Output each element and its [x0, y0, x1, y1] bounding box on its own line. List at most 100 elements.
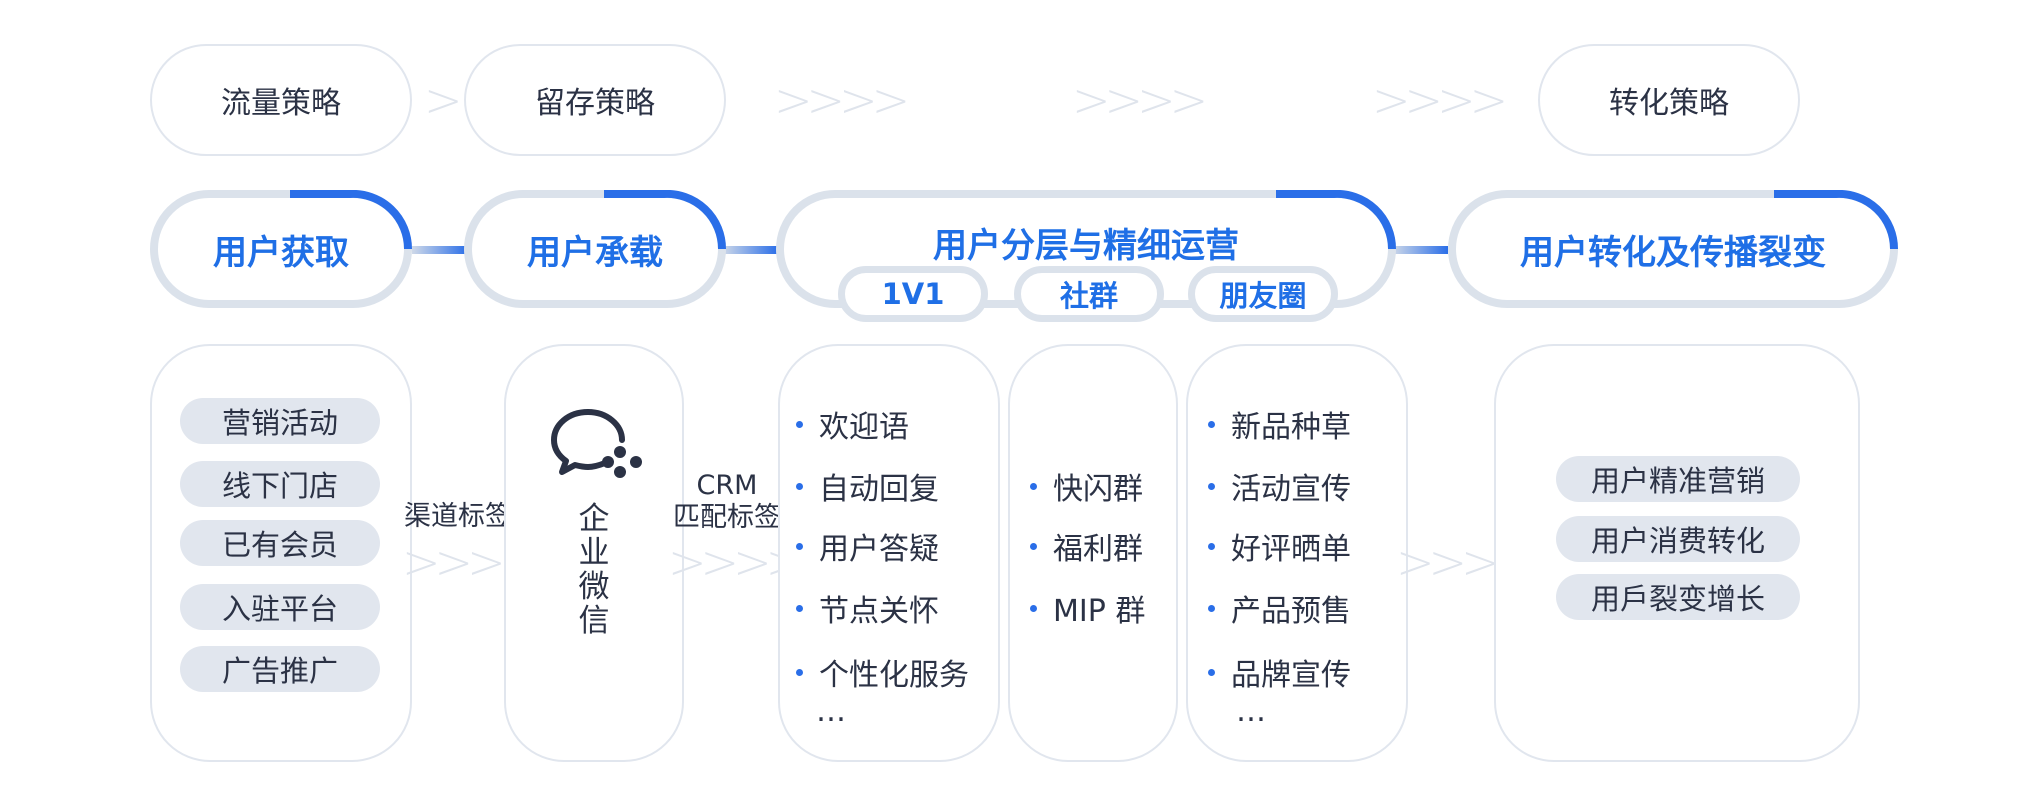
community-card [1008, 344, 1178, 762]
more-ellipsis: … [816, 694, 846, 729]
tab-moments-label: 朋友圈 [1219, 279, 1307, 313]
conversion-tag-label: 用戶裂变增长 [1590, 582, 1765, 616]
list-item: 产品预售 [1208, 586, 1351, 630]
phase-operate-label: 用户分层与精细运营 [933, 226, 1239, 266]
bullet-icon [1208, 542, 1215, 550]
list-item-label: 用户答疑 [819, 532, 939, 567]
channel-tag-label: 线下门店 [221, 469, 338, 503]
strategy-traffic: 流量策略 [150, 44, 412, 156]
strategy-conversion: 转化策略 [1538, 44, 1800, 156]
tab-community-label: 社群 [1059, 279, 1118, 313]
strategy-conversion-label: 转化策略 [1609, 86, 1729, 121]
bullet-icon [1208, 482, 1215, 490]
channel-label: 渠道标签 [404, 501, 512, 532]
bullet-icon [796, 420, 803, 428]
moments-card [1186, 344, 1408, 762]
bullet-icon [1208, 420, 1215, 428]
phase-progress-arc [604, 190, 726, 250]
phase-connector [1392, 246, 1448, 254]
list-item: 快闪群 [1030, 464, 1143, 508]
bullet-icon [796, 668, 803, 676]
channel-tag: 已有会员 [180, 520, 380, 566]
list-item-label: 个性化服务 [819, 658, 969, 693]
tab-1v1-label: 1V1 [881, 277, 945, 311]
conversion-tag-label: 用户精准营销 [1590, 464, 1765, 498]
channel-tag: 入驻平台 [180, 584, 380, 630]
phase-progress-arc [1774, 190, 1898, 250]
phase-connector [412, 246, 468, 254]
bullet-icon [1030, 604, 1037, 612]
channel-tag-label: 已有会员 [221, 528, 338, 562]
list-item-label: 产品预售 [1231, 594, 1351, 629]
channel-tag: 线下门店 [180, 461, 380, 507]
list-item-label: 活动宣传 [1231, 472, 1351, 507]
conversion-tag: 用戶裂变增长 [1556, 574, 1800, 620]
list-item-label: 好评晒单 [1231, 532, 1351, 567]
list-item: 品牌宣传 [1208, 650, 1351, 694]
tab-1v1: 1V1 [838, 266, 988, 322]
more-ellipsis: … [1236, 694, 1266, 729]
wecom-char: 企 [578, 501, 610, 537]
list-item: MIP 群 [1030, 586, 1145, 630]
wecom-char: 信 [578, 603, 610, 639]
phase-carry: 用户承载 [464, 190, 726, 308]
list-item: 活动宣传 [1208, 464, 1351, 508]
one-v-one-card [778, 344, 1000, 762]
list-item-label: 快闪群 [1053, 472, 1143, 507]
bullet-icon [796, 604, 803, 612]
list-item: 节点关怀 [796, 586, 939, 630]
list-item-label: 欢迎语 [819, 410, 909, 445]
wecom-logo-icon [551, 409, 642, 478]
phase-connector [722, 246, 778, 254]
list-item: 个性化服务 [796, 650, 969, 694]
wecom-char: 微 [578, 569, 610, 605]
phase-carry-label: 用户承载 [527, 232, 663, 273]
phase-progress-arc [1276, 190, 1396, 250]
tab-community: 社群 [1014, 266, 1164, 322]
phase-acquire-label: 用户获取 [213, 232, 349, 273]
conversion-tag: 用户消费转化 [1556, 516, 1800, 562]
list-item: 自动回复 [796, 464, 939, 508]
list-item-label: 节点关怀 [819, 594, 939, 629]
bullet-icon [1208, 604, 1215, 612]
strategy-retention-label: 留存策略 [535, 86, 655, 121]
list-item-label: MIP 群 [1053, 594, 1146, 629]
chevrons-arrow-icon: >>>> [1372, 73, 1508, 127]
strategy-traffic-label: 流量策略 [221, 86, 341, 121]
list-item-label: 新品种草 [1231, 410, 1351, 445]
chevrons-arrow-icon: >>>> [1072, 73, 1208, 127]
phase-progress-arc [290, 190, 412, 250]
list-item: 用户答疑 [796, 524, 939, 568]
wecom-label: 企 业 微 信 [564, 502, 624, 638]
bullet-icon [1030, 482, 1037, 490]
crm-label-line: 匹配标签 [673, 502, 781, 533]
channel-tag-label: 入驻平台 [221, 592, 338, 626]
list-item-label: 自动回复 [819, 472, 939, 507]
conversion-tag-label: 用户消费转化 [1590, 524, 1765, 558]
strategy-retention: 留存策略 [464, 44, 726, 156]
bullet-icon [796, 542, 803, 550]
conversion-tag: 用户精准营销 [1556, 456, 1800, 502]
list-item: 新品种草 [1208, 402, 1351, 446]
list-item: 好评晒单 [1208, 524, 1351, 568]
channel-tag: 营销活动 [180, 398, 380, 444]
phase-convert: 用户转化及传播裂变 [1448, 190, 1898, 308]
bullet-icon [1030, 542, 1037, 550]
list-item: 福利群 [1030, 524, 1143, 568]
chevron-arrow-icon: > [424, 73, 462, 127]
list-item-label: 福利群 [1053, 532, 1143, 567]
wecom-char: 业 [578, 535, 610, 571]
bullet-icon [796, 482, 803, 490]
list-item: 欢迎语 [796, 402, 909, 446]
channel-tag-label: 营销活动 [221, 406, 338, 440]
channel-tag-label: 广告推广 [221, 654, 338, 688]
channel-tag: 广告推广 [180, 646, 380, 692]
list-item-label: 品牌宣传 [1231, 658, 1351, 693]
phase-convert-label: 用户转化及传播裂变 [1520, 232, 1826, 273]
chevrons-arrow-icon: >>>> [774, 73, 910, 127]
tab-moments: 朋友圈 [1188, 266, 1338, 322]
phase-acquire: 用户获取 [150, 190, 412, 308]
crm-label-line: CRM [696, 470, 758, 501]
bullet-icon [1208, 668, 1215, 676]
crm-label: CRM 匹配标签 [668, 470, 786, 534]
